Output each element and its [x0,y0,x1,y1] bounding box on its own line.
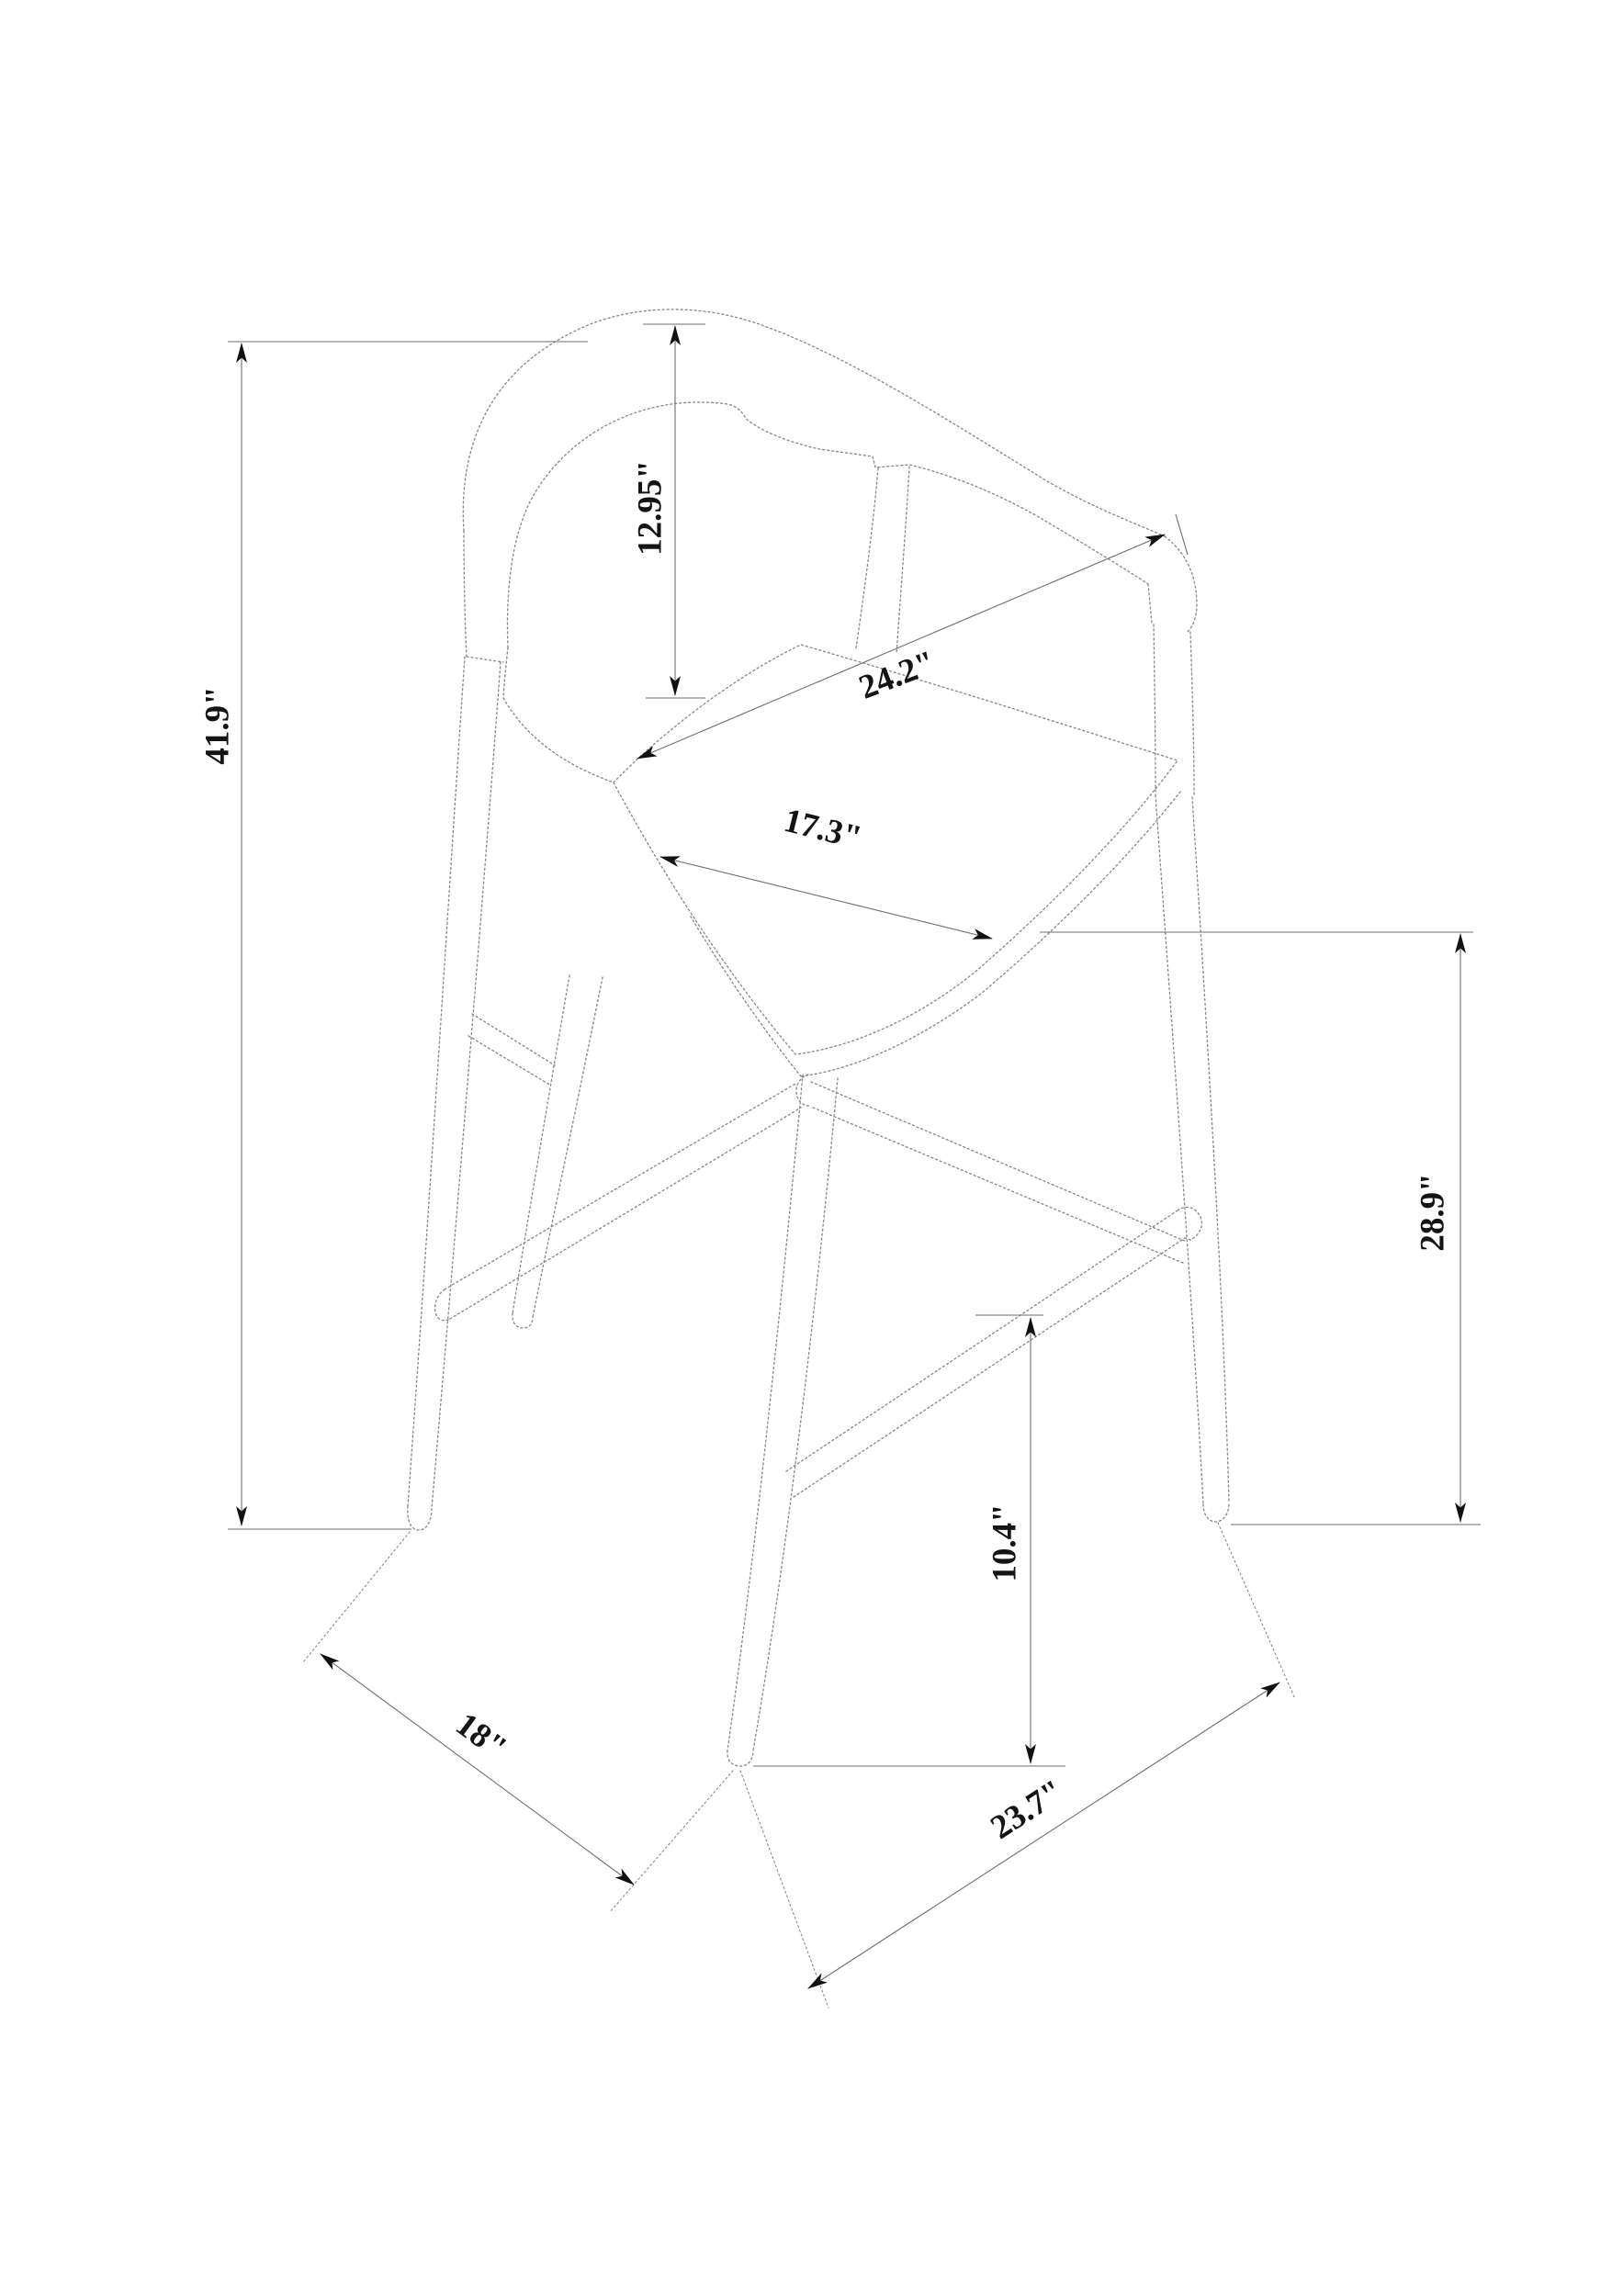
dim-overall-width-line [637,534,1166,760]
dim-overall-height-label: 41.9" [198,686,236,764]
dim-overall-height: 41.9" [198,341,588,1530]
left-arm-joint [463,530,614,783]
front-stretcher [795,1074,1188,1265]
dim-seat-height: 28.9" [1040,931,1481,1525]
dim-overall-width: 24.2" [637,513,1189,760]
dim-base-depth-line [320,1653,635,1885]
footrest-stretcher [785,1206,1203,1498]
right-armrest-cap [1164,535,1198,633]
dim-footrest-height-label: 10.4" [986,1503,1023,1581]
dim-footrest-height: 10.4" [753,1314,1065,1767]
backrest-outer-curve [462,309,1166,537]
right-arm-post [1153,624,1195,796]
dim-base-depth-ext-right [609,1770,734,1913]
rear-leg [512,974,603,1329]
dim-seat-depth-label: 17.3" [780,802,865,857]
dim-base-width-label: 23.7" [984,1773,1070,1847]
right-armrest-inner-edge [1147,583,1153,624]
dim-seat-height-label: 28.9" [1414,1173,1451,1251]
dim-base-depth: 18" [302,1531,734,1913]
right-leg [1155,794,1230,1523]
dim-seat-depth: 17.3" [659,802,993,940]
front-leg [727,1074,839,1767]
dim-base-width: 23.7" [739,1522,1296,2009]
back-support-spindles [855,466,910,655]
seat-outline [613,644,1178,1055]
dim-base-depth-label: 18" [448,1705,513,1767]
seat-edge-thickness [690,791,1181,1077]
chair-outline [407,309,1230,1767]
left-stretcher [434,1083,802,1322]
dimension-annotations: 41.9" 12.95" 24.2" 17.3" 28.9" [198,323,1481,2009]
dim-base-width-ext-right [1217,1522,1296,1700]
dim-overall-width-ext [1175,513,1189,556]
left-leg [407,656,502,1531]
dim-backrest-height-label: 12.95" [631,460,669,556]
dim-seat-depth-line [659,856,993,940]
dim-base-width-ext-left [739,1770,829,2009]
dim-base-depth-ext-left [302,1531,411,1663]
rear-stretcher [468,1013,556,1086]
backrest-inner-curve [506,401,1149,648]
dim-backrest-height: 12.95" [631,323,705,699]
dim-overall-width-label: 24.2" [854,644,941,707]
dim-base-width-line [807,1682,1280,1989]
